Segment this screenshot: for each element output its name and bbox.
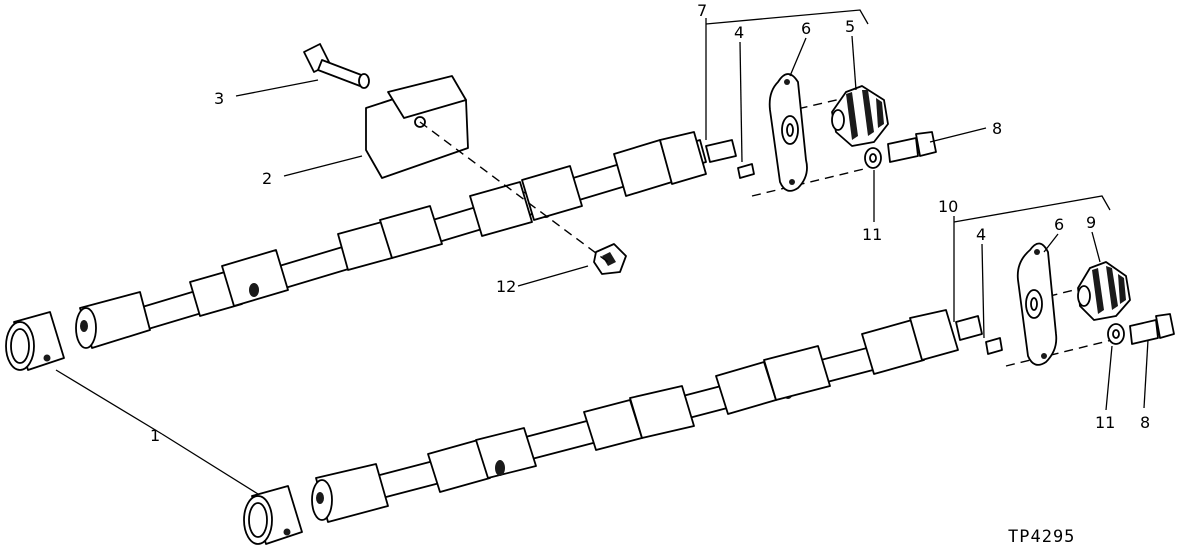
gear-cap-screw-lower bbox=[1129, 313, 1175, 345]
drive-gear-upper bbox=[831, 85, 889, 147]
thrust-plate bbox=[365, 75, 469, 179]
callout-1: 1 bbox=[150, 426, 160, 445]
camshaft-bushing-upper bbox=[5, 311, 65, 371]
leader-lines bbox=[55, 35, 1149, 495]
callout-11-upper: 11 bbox=[862, 225, 882, 244]
callout-8-upper: 8 bbox=[992, 119, 1002, 138]
drive-gear-lower bbox=[1077, 261, 1131, 321]
callout-11-lower: 11 bbox=[1095, 413, 1115, 432]
callout-8-lower: 8 bbox=[1140, 413, 1150, 432]
callout-12: 12 bbox=[496, 277, 516, 296]
washer-lower bbox=[1107, 323, 1125, 345]
gear-cap-screw-upper bbox=[887, 131, 937, 163]
upper-camshaft bbox=[75, 131, 737, 349]
castellated-nut bbox=[593, 243, 627, 275]
callout-5: 5 bbox=[845, 17, 855, 36]
camshaft-bushing-lower bbox=[243, 485, 303, 545]
woodruff-key-lower bbox=[985, 337, 1003, 355]
lower-camshaft bbox=[311, 309, 983, 523]
washer-upper bbox=[864, 147, 882, 169]
callout-10: 10 bbox=[938, 197, 958, 216]
callout-3: 3 bbox=[214, 89, 224, 108]
callout-6-upper: 6 bbox=[801, 19, 811, 38]
callout-9: 9 bbox=[1086, 213, 1096, 232]
cover-plate-upper bbox=[768, 73, 808, 192]
callout-4-lower: 4 bbox=[976, 225, 986, 244]
callout-6-lower: 6 bbox=[1054, 215, 1064, 234]
assembly-brackets bbox=[705, 9, 1111, 322]
callout-4-upper: 4 bbox=[734, 23, 744, 42]
cover-plate-lower bbox=[1016, 242, 1058, 366]
callout-7: 7 bbox=[697, 1, 707, 20]
thrust-plate-cap-screw bbox=[303, 43, 370, 89]
figure-code: TP4295 bbox=[1008, 527, 1075, 547]
woodruff-key-upper bbox=[737, 163, 755, 179]
callout-2: 2 bbox=[262, 169, 272, 188]
callouts: 1 2 3 4 4 5 6 6 7 8 8 9 10 11 11 12 bbox=[150, 1, 1150, 445]
